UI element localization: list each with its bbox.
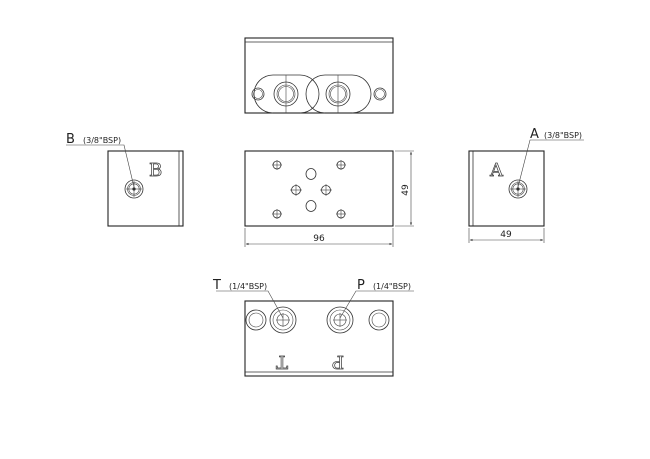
port-a-letter: A [530, 127, 539, 142]
top-boss-left [253, 74, 320, 114]
bottom-outer-hole-right [368, 309, 390, 331]
port-t-hole [269, 306, 297, 334]
top-small-hole-right [373, 87, 387, 101]
right-view: A A (3/8"BSP) 49 [468, 123, 584, 243]
port-a-label: A (3/8"BSP) [530, 123, 582, 142]
top-boss-right [305, 74, 372, 114]
port-a-hole [508, 179, 528, 199]
port-t-label: T (1/4"BSP) [212, 274, 267, 293]
front-hole-tr [336, 160, 346, 170]
front-hole-bl [272, 209, 282, 219]
right-engraving-letter: A [489, 160, 504, 181]
bottom-view: T P T (1/4"BSP) P (1/4"BSP) [212, 274, 414, 377]
front-width-dimension: 96 [244, 228, 394, 247]
front-port-lower [305, 200, 317, 212]
bottom-outer-hole-left [245, 309, 267, 331]
top-small-hole-left [251, 87, 265, 101]
bottom-view-body [244, 300, 394, 377]
right-width-value: 49 [500, 230, 512, 240]
left-view: B B (3/8"BSP) [66, 128, 184, 227]
front-view: 96 49 [244, 150, 414, 247]
left-view-body [107, 150, 184, 227]
port-a-leader [517, 139, 584, 188]
port-a-size: (3/8"BSP) [544, 131, 582, 140]
bottom-engraving-t: T [276, 351, 288, 372]
front-port-upper [305, 168, 317, 180]
bottom-engraving-p: P [332, 351, 344, 372]
port-t-leader [216, 290, 284, 319]
port-t-letter: T [212, 278, 221, 293]
port-t-size: (1/4"BSP) [229, 282, 267, 291]
top-view [244, 37, 394, 114]
port-p-label: P (1/4"BSP) [357, 274, 411, 293]
front-hole-ml [290, 184, 302, 196]
front-height-value: 49 [401, 184, 411, 196]
front-hole-tl [272, 160, 282, 170]
front-height-dimension: 49 [395, 150, 414, 227]
front-view-body [244, 150, 394, 227]
port-p-letter: P [357, 278, 365, 293]
front-hole-br [336, 209, 346, 219]
right-width-dimension: 49 [468, 228, 545, 243]
port-b-hole [124, 179, 144, 199]
port-p-leader [339, 290, 414, 319]
front-width-value: 96 [313, 234, 325, 244]
port-b-size: (3/8"BSP) [83, 136, 121, 145]
port-b-letter: B [66, 132, 75, 147]
port-p-size: (1/4"BSP) [373, 282, 411, 291]
port-p-hole [326, 306, 354, 334]
right-view-body [468, 150, 545, 227]
port-b-label: B (3/8"BSP) [66, 128, 121, 147]
port-b-leader [66, 144, 135, 188]
front-hole-mr [320, 184, 332, 196]
left-engraving-letter: B [149, 160, 162, 181]
